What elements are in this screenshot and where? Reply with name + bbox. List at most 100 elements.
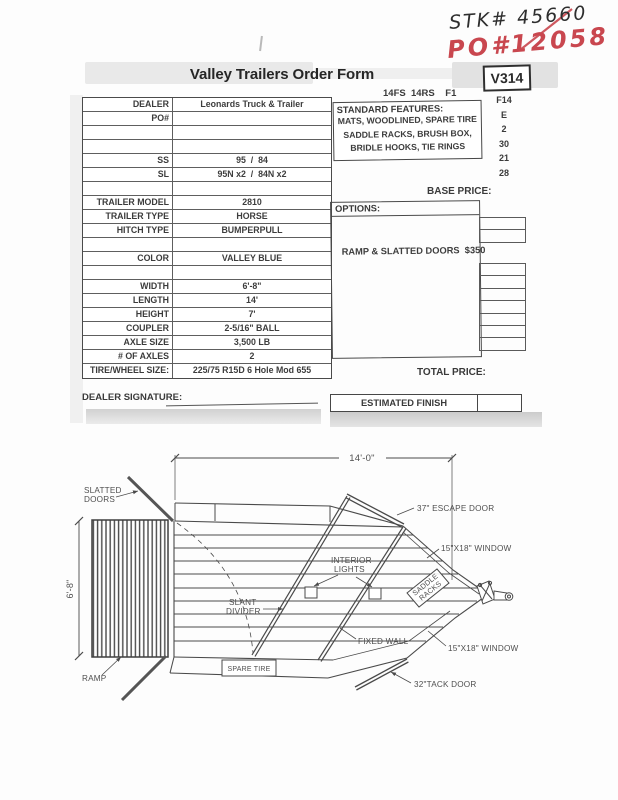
table-row — [83, 182, 331, 196]
spec-value — [173, 182, 331, 195]
open-door-bottom — [120, 654, 168, 702]
coupler-tube — [493, 590, 508, 601]
price-cell — [479, 263, 526, 277]
body-band-line — [174, 520, 404, 528]
table-row: SL 95N x2 / 84N x2 — [83, 168, 331, 182]
nose-bottom-inner — [332, 610, 451, 661]
spec-label: PO# — [83, 112, 173, 125]
base-price-label: BASE PRICE: — [427, 186, 492, 197]
leader-slatted-doors — [115, 490, 139, 498]
spec-value: 225/75 R15D 6 Hole Mod 655 — [192, 365, 312, 375]
spec-label — [83, 266, 173, 279]
option-line: RAMP & SLATTED DOORS $350 — [341, 245, 486, 257]
form-title: Valley Trailers Order Form — [189, 66, 375, 83]
jack-handle — [481, 582, 491, 602]
code-item: 30 — [498, 138, 509, 149]
spare-tire-box — [221, 659, 277, 677]
spec-value: HORSE — [236, 211, 268, 221]
nose-bottom-edge — [327, 597, 484, 679]
jack-handle-knob — [477, 582, 483, 588]
spec-label: COLOR — [83, 252, 173, 265]
table-row: AXLE SIZE 3,500 LB — [83, 336, 331, 350]
spec-label: SL — [83, 168, 173, 181]
body-bottom-edge — [169, 672, 329, 679]
price-cell — [479, 275, 526, 289]
table-row: PO# — [83, 112, 331, 126]
leader-window-top — [426, 548, 440, 559]
slant-divider-label: SLANT — [229, 598, 256, 607]
dim-tick — [74, 651, 84, 661]
interior-light-right — [368, 587, 382, 600]
spec-label: AXLE SIZE — [83, 336, 173, 349]
slant-divider-label: DIVIDER — [226, 607, 261, 616]
scan-shadow-left — [86, 409, 321, 424]
door-swing-arc — [176, 522, 254, 654]
leader-escape-door — [396, 507, 415, 516]
open-door-top — [126, 475, 175, 523]
window-bottom-label: 15"X18" WINDOW — [448, 644, 519, 653]
estimated-finish-label: ESTIMATED FINISH — [331, 395, 478, 411]
spec-label: COUPLER — [83, 322, 173, 335]
table-row: TIRE/WHEEL SIZE: 225/75 R15D 6 Hole Mod 6… — [83, 364, 331, 378]
table-row — [83, 140, 331, 154]
spec-label: TRAILER TYPE — [83, 210, 173, 223]
dim-tick — [74, 516, 84, 526]
form-code-box: V314 — [482, 64, 532, 92]
saddle-racks-label: SADDLE — [411, 571, 440, 597]
slant-divider-wall — [251, 495, 348, 656]
coupler-ball-socket — [504, 592, 514, 601]
options-heading: OPTIONS: — [331, 201, 480, 217]
body-line — [169, 656, 175, 674]
price-cell — [479, 217, 526, 231]
interior-lights-label: INTERIOR — [331, 556, 372, 565]
options-box: OPTIONS: RAMP & SLATTED DOORS $350 — [330, 200, 486, 359]
spec-value: 95N x2 / 84N x2 — [217, 169, 287, 179]
right-codes-column: F14 E 2 30 21 28 — [492, 93, 516, 181]
spec-label: TIRE/WHEEL SIZE: — [83, 364, 173, 378]
spec-value: 2-5/16" BALL — [224, 323, 280, 333]
spec-value — [173, 140, 331, 153]
scan-shadow-right — [330, 412, 542, 427]
escape-door-line — [346, 493, 405, 525]
standard-features-box: STANDARD FEATURES: MATS, WOODLINED, SPAR… — [332, 99, 483, 162]
dealer-signature-label: DEALER SIGNATURE: — [82, 392, 183, 403]
price-cell — [479, 312, 526, 326]
spec-value — [173, 266, 331, 279]
saddle-racks-label: RACKS — [417, 579, 443, 602]
dim-length-label: 14'-0" — [349, 453, 374, 464]
scan-fold-mark — [259, 35, 263, 52]
spec-label: TRAILER MODEL — [83, 196, 173, 209]
spec-label — [83, 140, 173, 153]
slatted-doors-label: DOORS — [84, 495, 115, 504]
spare-tire-label: SPARE TIRE — [228, 666, 271, 673]
price-cell — [479, 287, 526, 302]
spec-value: 7' — [248, 309, 256, 319]
table-row: # OF AXLES 2 — [83, 350, 331, 364]
code-item: E — [500, 109, 507, 120]
spec-value — [173, 112, 331, 125]
spec-value: 3,500 LB — [233, 337, 271, 347]
scan-strip-left — [70, 95, 83, 423]
jack-handle — [479, 584, 493, 600]
fixed-wall-line — [320, 528, 407, 662]
table-row: COLOR VALLEY BLUE — [83, 252, 331, 266]
spec-value: VALLEY BLUE — [221, 253, 283, 263]
spec-label: # OF AXLES — [83, 350, 173, 363]
interior-lights-label: LIGHTS — [334, 565, 365, 574]
spec-label — [83, 126, 173, 139]
dim-height-label: 6'-8" — [65, 580, 75, 599]
saddle-racks-shape — [406, 568, 450, 608]
tack-door-line — [356, 661, 409, 691]
table-row — [83, 238, 331, 252]
spec-value: 2 — [249, 351, 255, 361]
spec-value: 95 / 84 — [236, 155, 268, 165]
slant-divider-wall — [254, 497, 351, 657]
body-top-edge — [174, 502, 404, 527]
spec-label: SS — [83, 154, 173, 167]
code-item: 2 — [501, 124, 507, 135]
interior-light-left — [304, 586, 318, 599]
code-item: 21 — [498, 153, 509, 164]
